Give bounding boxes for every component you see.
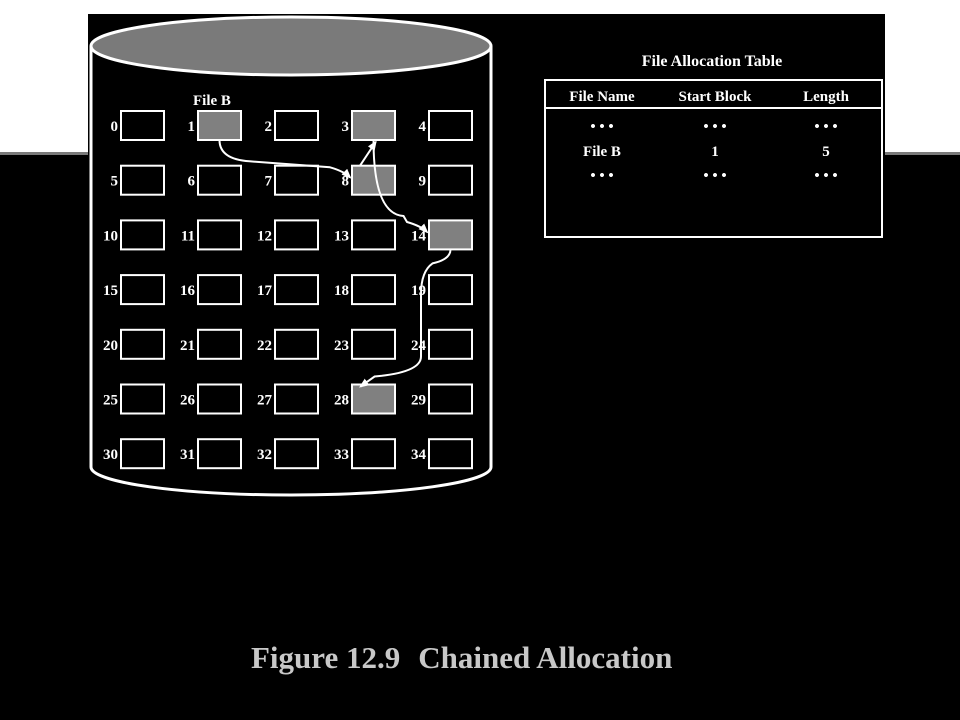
block-number-label: 25 (103, 393, 118, 409)
fat-cell: • • • (814, 168, 837, 184)
block-number-label: 9 (419, 174, 427, 190)
block-used (428, 219, 473, 251)
block-number-label: 16 (180, 283, 196, 299)
fat-cell: • • • (703, 168, 726, 184)
disk-body (89, 46, 493, 497)
block-number-label: 21 (180, 338, 195, 354)
block-number-label: 13 (334, 228, 349, 244)
fat-cell: • • • (590, 168, 613, 184)
block-number-label: 0 (111, 119, 119, 135)
block-free (274, 219, 319, 251)
block-free (274, 383, 319, 415)
block-free (351, 328, 396, 360)
block-free (120, 219, 165, 251)
block-free (197, 383, 242, 415)
disk-top (89, 15, 493, 77)
block-free (428, 328, 473, 360)
block-free (428, 274, 473, 306)
block-number-label: 26 (180, 393, 196, 409)
block-free (428, 438, 473, 470)
block-number-label: 24 (411, 338, 427, 354)
block-free (120, 438, 165, 470)
block-number-label: 5 (111, 174, 119, 190)
block-used (351, 164, 396, 196)
fat-cell: • • • (703, 119, 726, 135)
block-number-label: 22 (257, 338, 272, 354)
block-free (197, 274, 242, 306)
block-free (197, 164, 242, 196)
disk-cylinder (89, 15, 493, 497)
block-number-label: 18 (334, 283, 349, 299)
block-used (351, 110, 396, 141)
block-number-label: 12 (257, 228, 272, 244)
block-free (274, 438, 319, 470)
block-number-label: 33 (334, 447, 349, 463)
fat-cell: • • • (814, 119, 837, 135)
block-free (351, 438, 396, 470)
chain-arrow (218, 139, 352, 179)
block-number-label: 17 (257, 283, 273, 299)
block-free (351, 219, 396, 251)
block-number-label: 20 (103, 338, 118, 354)
block-free (351, 274, 396, 306)
figure-caption: Figure 12.9 Chained Allocation (251, 640, 672, 676)
block-free (120, 110, 165, 141)
fat-cell: • • • (590, 119, 613, 135)
file-b-label: File B (193, 93, 231, 109)
block-number-label: 29 (411, 393, 426, 409)
block-number-label: 28 (334, 393, 349, 409)
block-free (197, 219, 242, 251)
fat-header-length: Length (803, 89, 850, 105)
block-number-label: 32 (257, 447, 272, 463)
block-number-label: 7 (265, 174, 273, 190)
block-free (197, 438, 242, 470)
chain-arrows (218, 139, 452, 388)
block-used (197, 110, 242, 141)
block-number-label: 2 (265, 119, 273, 135)
block-number-label: 19 (411, 283, 426, 299)
chain-arrow (358, 249, 452, 388)
block-free (274, 110, 319, 141)
block-free (274, 274, 319, 306)
block-free (428, 164, 473, 196)
block-number-label: 23 (334, 338, 349, 354)
block-free (197, 328, 242, 360)
block-free (120, 164, 165, 196)
block-number-label: 34 (411, 447, 427, 463)
block-number-label: 10 (103, 228, 118, 244)
fat-cell: File B (583, 144, 621, 160)
fat-cell: 1 (711, 144, 719, 160)
block-number-label: 1 (188, 119, 196, 135)
block-number-label: 4 (419, 119, 427, 135)
fat-header-start-block: Start Block (679, 89, 753, 105)
fat-title: File Allocation Table (642, 53, 782, 70)
block-free (428, 110, 473, 141)
fat-header-file-name: File Name (569, 89, 635, 105)
block-number-label: 6 (188, 174, 196, 190)
file-allocation-table: File Allocation Table File Name Start Bl… (544, 53, 883, 238)
block-free (274, 164, 319, 196)
block-number-label: 30 (103, 447, 118, 463)
caption-number: Figure 12.9 (251, 640, 401, 675)
block-free (120, 328, 165, 360)
block-number-label: 31 (180, 447, 195, 463)
block-number-label: 27 (257, 393, 273, 409)
chain-arrow (372, 139, 429, 234)
block-number-label: 15 (103, 283, 118, 299)
fat-frame (544, 79, 883, 238)
block-free (428, 383, 473, 415)
block-free (120, 383, 165, 415)
block-number-label: 11 (181, 228, 195, 244)
block-number-label: 8 (342, 174, 350, 190)
block-used (351, 383, 396, 415)
block-free (120, 274, 165, 306)
block-number-label: 3 (342, 119, 350, 135)
caption-title: Chained Allocation (418, 640, 673, 675)
block-free (274, 328, 319, 360)
fat-cell: 5 (822, 144, 830, 160)
